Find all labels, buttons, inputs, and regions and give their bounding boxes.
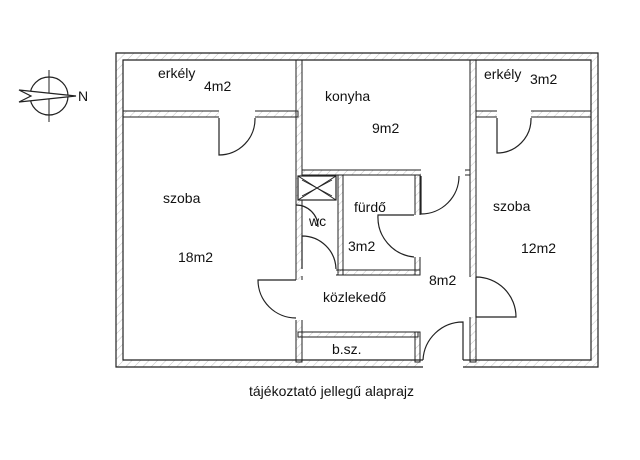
door-arc-icon [257, 279, 297, 319]
wall-balcony-left [122, 110, 299, 118]
room-area-furdo: 3m2 [348, 238, 375, 254]
opening-wc [300, 269, 336, 276]
room-area-erkely-left: 4m2 [204, 78, 231, 94]
wall-storage-right [414, 331, 421, 363]
opening-bathroom [414, 215, 421, 257]
wall-vertical-right [469, 59, 477, 363]
room-area-erkely-right: 3m2 [530, 71, 557, 87]
opening-left-room [219, 110, 255, 118]
opening-kitchen [421, 169, 465, 176]
door-arc-icon [420, 175, 460, 215]
room-name-furdo: fürdő [354, 199, 386, 215]
door-swings [218, 117, 532, 361]
room-name-wc: wc [308, 213, 326, 229]
room-area-szoba-right: 12m2 [521, 240, 556, 256]
room-name-erkely-right: erkély [484, 66, 521, 82]
room-name-szoba-right: szoba [493, 198, 531, 214]
room-name-konyha: konyha [325, 88, 370, 104]
room-area-kozlekedo: 8m2 [429, 272, 456, 288]
door-arc-icon [301, 235, 337, 270]
compass-arrow-icon [18, 89, 77, 103]
room-name-bsz: b.sz. [332, 341, 362, 357]
outer-wall [115, 52, 599, 368]
wall-kitchen-bottom [301, 169, 471, 176]
room-name-erkely-left: erkély [158, 65, 195, 81]
room-area-szoba-left: 18m2 [178, 249, 213, 265]
wall-storage-top [297, 331, 419, 338]
room-labels: erkély 4m2 konyha 9m2 erkély 3m2 szoba 1… [158, 65, 557, 357]
compass: N [18, 70, 88, 122]
opening-entrance [423, 356, 463, 368]
room-area-konyha: 9m2 [372, 120, 399, 136]
compass-letter: N [78, 88, 88, 104]
opening-right-corridor [469, 277, 477, 317]
door-arc-icon [295, 204, 319, 228]
room-name-szoba-left: szoba [163, 190, 201, 206]
room-name-kozlekedo: közlekedő [323, 289, 386, 305]
door-arc-icon [422, 321, 464, 361]
door-arc-icon [377, 214, 415, 258]
door-arc-icon [218, 117, 256, 156]
door-openings [219, 110, 531, 368]
wall-vertical-left [295, 59, 303, 363]
opening-left-corridor [295, 280, 303, 320]
opening-right-room [497, 110, 531, 118]
wall-balcony-right [475, 110, 592, 118]
door-arc-icon [475, 276, 517, 318]
door-arc-icon [496, 117, 532, 154]
wall-wc-furdo [337, 174, 344, 276]
plan-caption: tájékoztató jellegű alaprajz [249, 383, 414, 399]
